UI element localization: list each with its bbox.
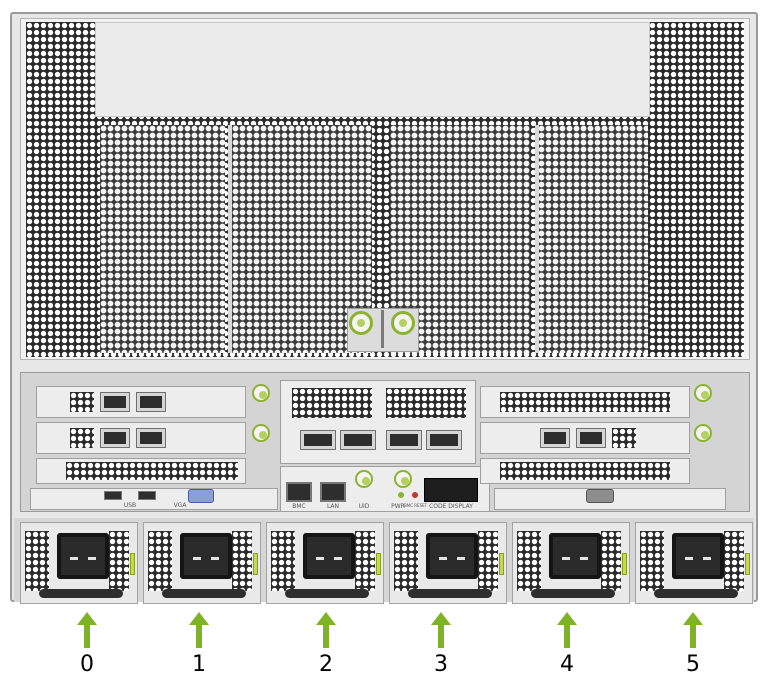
psu-handle[interactable]	[408, 589, 492, 598]
pwr-label: PWR	[391, 503, 405, 510]
power-inlet[interactable]	[426, 533, 478, 579]
bmc-port[interactable]	[286, 482, 312, 502]
arrow-up-icon	[189, 612, 209, 648]
psu-release-clip[interactable]	[253, 553, 258, 575]
usb-port[interactable]	[138, 491, 156, 500]
status-led	[398, 492, 404, 498]
psu-vent	[478, 531, 498, 591]
psu-handle[interactable]	[285, 589, 369, 598]
uid-button[interactable]	[355, 470, 373, 488]
bmc-reset-led[interactable]	[412, 492, 418, 498]
power-button[interactable]	[394, 470, 412, 488]
arrow-up-icon	[431, 612, 451, 648]
power-supply-unit[interactable]	[512, 522, 630, 604]
bmc-reset-label: BMC RESET	[404, 503, 428, 508]
fan-divider	[228, 125, 232, 353]
code-display	[424, 478, 478, 502]
psu-number-label: 2	[319, 652, 333, 677]
psu-vent	[601, 531, 621, 591]
lan-label: LAN	[326, 503, 340, 510]
power-supply-unit[interactable]	[143, 522, 261, 604]
qsfp-port[interactable]	[340, 430, 376, 450]
power-inlet[interactable]	[672, 533, 724, 579]
card-vent	[66, 462, 238, 480]
thumbscrew-icon[interactable]	[349, 311, 373, 335]
psu-handle[interactable]	[531, 589, 615, 598]
arrow-up-icon	[683, 612, 703, 648]
fan-bay-top-panel	[95, 22, 650, 117]
qsfp-port[interactable]	[426, 430, 462, 450]
fan-grille-1	[100, 125, 225, 353]
usb-label: USB	[123, 502, 137, 509]
psu-vent	[517, 531, 541, 591]
qsfp-port[interactable]	[100, 392, 130, 412]
serial-port[interactable]	[586, 489, 614, 503]
psu-release-clip[interactable]	[499, 553, 504, 575]
vga-port[interactable]	[188, 489, 214, 503]
qsfp-port[interactable]	[300, 430, 336, 450]
vga-label: VGA	[173, 502, 187, 509]
power-supply-unit[interactable]	[266, 522, 384, 604]
qsfp-port[interactable]	[576, 428, 606, 448]
psu-vent	[109, 531, 129, 591]
psu-number-label: 0	[80, 652, 94, 677]
psu-handle[interactable]	[162, 589, 246, 598]
fan-grille-4	[538, 125, 648, 353]
psu-number-label: 1	[192, 652, 206, 677]
power-inlet[interactable]	[549, 533, 601, 579]
center-vent	[292, 388, 372, 418]
psu-vent	[271, 531, 295, 591]
thumbscrew-icon[interactable]	[252, 384, 270, 402]
psu-vent	[232, 531, 252, 591]
psu-release-clip[interactable]	[376, 553, 381, 575]
psu-number-label: 4	[560, 652, 574, 677]
qsfp-port[interactable]	[100, 428, 130, 448]
fan-divider	[535, 125, 539, 353]
lan-port[interactable]	[320, 482, 346, 502]
thumbscrew-icon[interactable]	[694, 384, 712, 402]
code-display-label: CODE DISPLAY	[429, 503, 473, 510]
latch-divider	[381, 310, 384, 348]
power-supply-unit[interactable]	[635, 522, 753, 604]
power-supply-unit[interactable]	[20, 522, 138, 604]
bmc-label: BMC	[292, 503, 306, 510]
thumbscrew-icon[interactable]	[391, 311, 415, 335]
card-vent	[70, 428, 94, 448]
qsfp-port[interactable]	[136, 392, 166, 412]
power-inlet[interactable]	[57, 533, 109, 579]
arrow-up-icon	[557, 612, 577, 648]
power-supply-unit[interactable]	[389, 522, 507, 604]
power-inlet[interactable]	[303, 533, 355, 579]
psu-release-clip[interactable]	[130, 553, 135, 575]
psu-vent	[394, 531, 418, 591]
qsfp-port[interactable]	[136, 428, 166, 448]
psu-handle[interactable]	[654, 589, 738, 598]
arrow-up-icon	[316, 612, 336, 648]
usb-port[interactable]	[104, 491, 122, 500]
arrow-up-icon	[77, 612, 97, 648]
psu-vent	[25, 531, 49, 591]
psu-vent	[724, 531, 744, 591]
psu-release-clip[interactable]	[745, 553, 750, 575]
thumbscrew-icon[interactable]	[694, 424, 712, 442]
uid-label: UID	[358, 503, 370, 510]
card-vent	[500, 462, 670, 480]
power-inlet[interactable]	[180, 533, 232, 579]
psu-vent	[640, 531, 664, 591]
card-vent	[70, 392, 94, 412]
card-vent	[500, 392, 670, 412]
psu-release-clip[interactable]	[622, 553, 627, 575]
qsfp-port[interactable]	[386, 430, 422, 450]
psu-vent	[148, 531, 172, 591]
center-vent	[386, 388, 466, 418]
psu-handle[interactable]	[39, 589, 123, 598]
psu-number-label: 3	[434, 652, 448, 677]
card-vent	[612, 428, 636, 448]
psu-vent	[355, 531, 375, 591]
psu-number-label: 5	[686, 652, 700, 677]
thumbscrew-icon[interactable]	[252, 424, 270, 442]
qsfp-port[interactable]	[540, 428, 570, 448]
